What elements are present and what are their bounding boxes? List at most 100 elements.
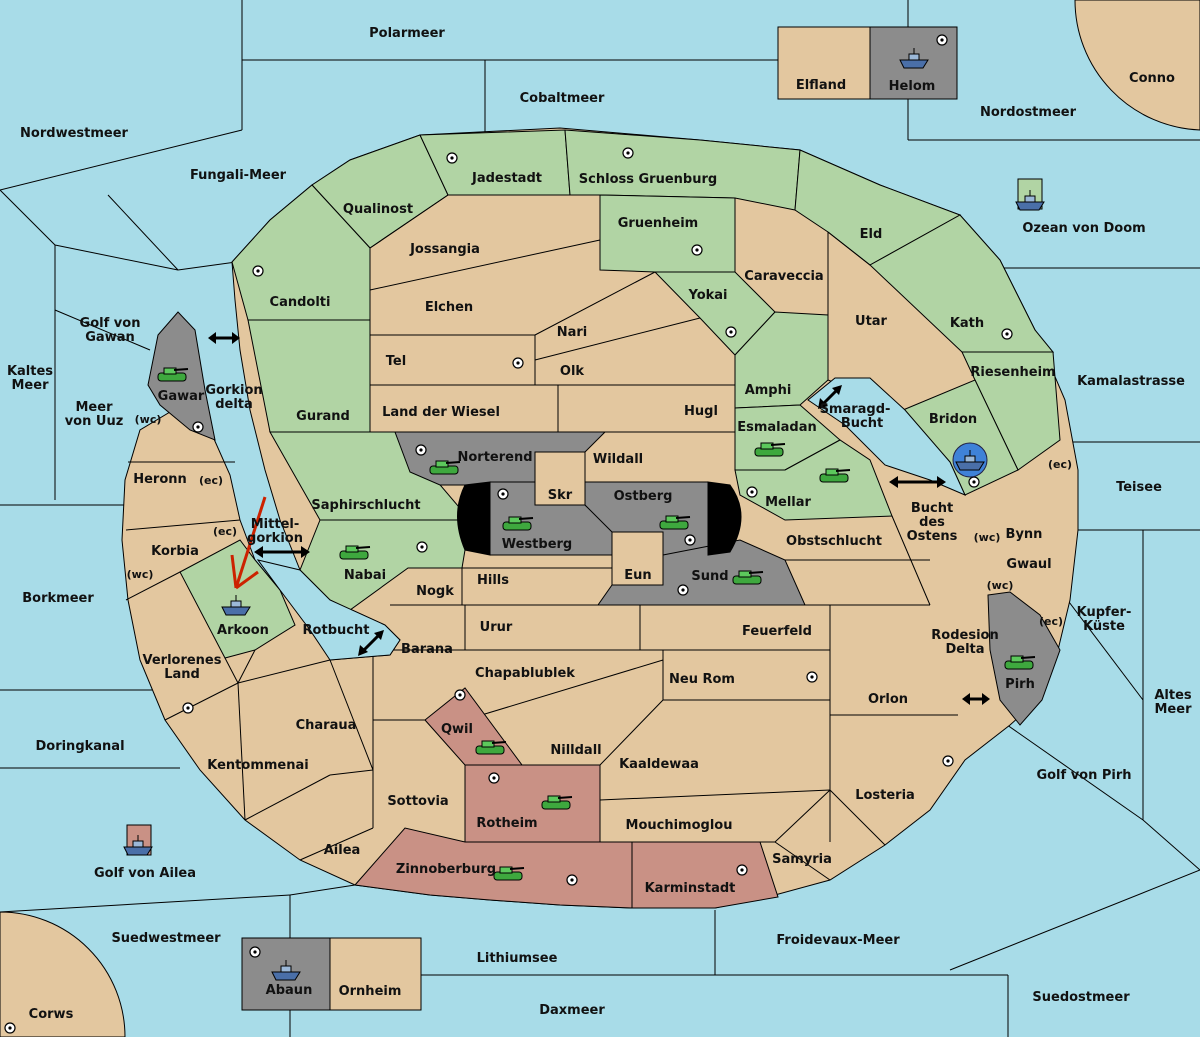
label-elchen: Elchen	[425, 300, 473, 315]
label-schloss: Schloss Gruenburg	[579, 172, 717, 187]
territory-elfland[interactable]	[777, 26, 871, 100]
territory-karminstadt[interactable]	[631, 841, 779, 909]
territory-gruenheim[interactable]	[599, 194, 736, 273]
army-icon	[493, 866, 525, 881]
territory-conno[interactable]	[1074, 0, 1200, 131]
label-nilldall: Nilldall	[550, 743, 601, 758]
label-gorkion-1: Gorkion	[205, 383, 262, 398]
label-land-wiesel: Land der Wiesel	[382, 405, 500, 420]
label-arkoon: Arkoon	[217, 623, 269, 638]
label-skr: Skr	[548, 488, 573, 503]
label-rodesion-2: Delta	[945, 642, 984, 657]
label-kaltes-1: Kaltes	[7, 364, 53, 379]
army-icon	[819, 468, 851, 483]
supply-center	[691, 244, 703, 256]
territory-riesenheim[interactable]	[961, 351, 1061, 471]
label-ozean: Ozean von Doom	[1022, 221, 1145, 236]
label-qwil: Qwil	[441, 722, 473, 737]
label-gruenheim: Gruenheim	[618, 216, 698, 231]
supply-center	[446, 152, 458, 164]
label-golf-ailea: Golf von Ailea	[94, 866, 196, 881]
label-elfland: Elfland	[796, 78, 846, 93]
label-amphi: Amphi	[745, 383, 792, 398]
supply-center	[968, 476, 980, 488]
label-kaltes-2: Meer	[12, 378, 50, 393]
label-bucht-2: des	[919, 515, 945, 530]
army-icon	[1004, 655, 1036, 670]
label-barana: Barana	[401, 642, 453, 657]
sea-rotbucht[interactable]	[256, 559, 401, 661]
sea-smaragd-bucht[interactable]	[807, 377, 966, 496]
label-daxmeer: Daxmeer	[539, 1003, 605, 1018]
fleet-icon	[271, 960, 301, 981]
label-wc-gawar: (wc)	[135, 413, 162, 426]
label-riesenheim: Riesenheim	[970, 365, 1055, 380]
double-arrow-icon	[889, 476, 946, 488]
supply-center	[415, 444, 427, 456]
label-borkmeer: Borkmeer	[22, 591, 94, 606]
label-ostberg: Ostberg	[614, 489, 673, 504]
army-units	[157, 367, 1036, 881]
label-karmin: Karminstadt	[645, 881, 736, 896]
label-westberg: Westberg	[502, 537, 572, 552]
label-samyria: Samyria	[772, 852, 832, 867]
label-ec-pirh: (ec)	[1039, 615, 1063, 628]
territory-skr[interactable]	[534, 451, 586, 506]
label-feuerfeld: Feuerfeld	[742, 624, 812, 639]
supply-center	[252, 265, 264, 277]
supply-center	[806, 671, 818, 683]
label-golf-gawan-2: Gawan	[85, 330, 134, 345]
label-candolti: Candolti	[270, 295, 331, 310]
label-caraveccia: Caraveccia	[744, 269, 823, 284]
label-gorkion-2: delta	[215, 397, 253, 412]
black-cap-west	[457, 481, 491, 556]
label-doringkanal: Doringkanal	[35, 739, 124, 754]
army-icon	[475, 740, 507, 755]
label-ornheim: Ornheim	[339, 984, 402, 999]
label-mouchi: Mouchimoglou	[626, 818, 733, 833]
label-wildall: Wildall	[593, 452, 643, 467]
supply-center	[488, 772, 500, 784]
label-heronn: Heronn	[133, 472, 187, 487]
label-rotheim: Rotheim	[476, 816, 537, 831]
label-jossangia: Jossangia	[409, 242, 480, 257]
label-rodesion-1: Rodesion	[931, 628, 998, 643]
label-hills: Hills	[477, 573, 509, 588]
label-nogk: Nogk	[416, 584, 454, 599]
label-gurand: Gurand	[296, 409, 350, 424]
map-labels: Polarmeer Cobaltmeer Nordwestmeer Fungal…	[7, 26, 1192, 1022]
fleet-units	[123, 48, 1045, 981]
label-corws: Corws	[29, 1007, 74, 1022]
label-altes-1: Altes	[1154, 688, 1192, 703]
label-smaragd-2: Bucht	[841, 416, 883, 431]
label-hugl: Hugl	[684, 404, 718, 419]
label-ec-teisee: (ec)	[1048, 458, 1072, 471]
territory-mellar[interactable]	[734, 439, 893, 521]
territory-arkoon[interactable]	[179, 539, 296, 659]
territory-ornheim[interactable]	[329, 937, 422, 1011]
label-sottovia: Sottovia	[387, 794, 448, 809]
double-arrow-icon	[208, 332, 240, 344]
label-bynn: Bynn	[1006, 527, 1043, 542]
label-bridon: Bridon	[929, 412, 977, 427]
supply-center	[4, 1022, 16, 1034]
label-orlon: Orlon	[868, 692, 908, 707]
label-mittel-1: Mittel-	[251, 517, 300, 532]
army-icon	[502, 516, 534, 531]
label-smaragd-1: Smaragd-	[820, 402, 891, 417]
label-saphir: Saphirschlucht	[311, 498, 420, 513]
label-wc-pirh: (wc)	[987, 579, 1014, 592]
label-kupfer-2: Küste	[1083, 619, 1125, 634]
label-kamala: Kamalastrasse	[1077, 374, 1185, 389]
label-abaun: Abaun	[266, 983, 313, 998]
label-wc-korbia: (wc)	[127, 568, 154, 581]
label-verl-1: Verlorenes	[142, 653, 221, 668]
label-kentom: Kentommenai	[207, 758, 308, 773]
label-nordostmeer: Nordostmeer	[980, 105, 1077, 120]
territory-corws[interactable]	[0, 911, 126, 1037]
label-froidevaux: Froidevaux-Meer	[776, 933, 900, 948]
territory-eun[interactable]	[611, 531, 664, 586]
label-suedost: Suedostmeer	[1032, 990, 1130, 1005]
